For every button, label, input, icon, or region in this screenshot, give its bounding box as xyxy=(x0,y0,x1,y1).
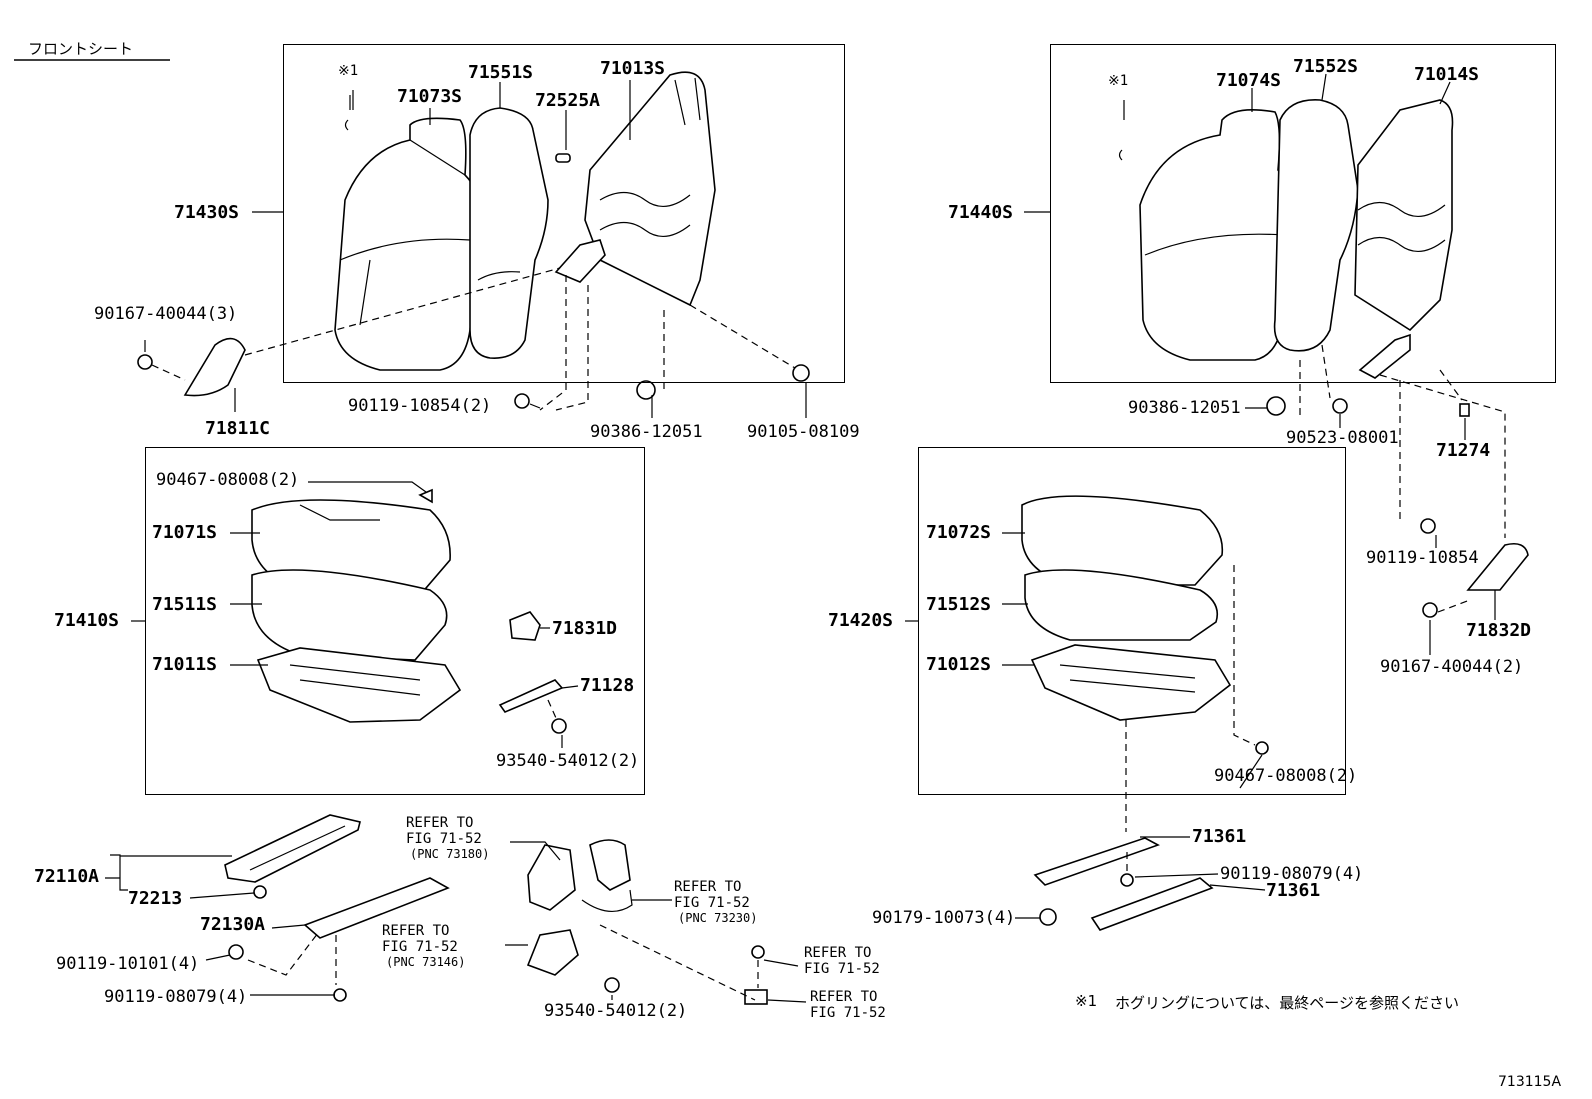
left-cushion-pad xyxy=(251,569,448,661)
label-93540-54012-left: 93540-54012(2) xyxy=(496,751,640,771)
label-90467-08008-left: 90467-08008(2) xyxy=(156,470,300,490)
label-71811c: 71811C xyxy=(205,418,271,439)
left-knob-72213 xyxy=(253,885,267,899)
left-backrest-pad xyxy=(469,107,549,359)
label-90105-08109: 90105-08109 xyxy=(747,422,860,442)
leader-lines xyxy=(105,73,1496,1003)
refer-73230-line3: (PNC 73230) xyxy=(678,911,758,925)
label-90119-10854-2: 90119-10854(2) xyxy=(348,396,492,416)
label-90467-08008-right: 90467-08008(2) xyxy=(1214,766,1358,786)
label-90119-10854-right: 90119-10854 xyxy=(1366,548,1479,568)
label-71274: 71274 xyxy=(1436,440,1491,461)
right-cushion-frame xyxy=(1030,644,1232,721)
left-hinge-cover-shape xyxy=(183,337,246,397)
left-cushion-box xyxy=(145,447,645,795)
label-71011s: 71011S xyxy=(152,654,218,675)
label-71361-top: 71361 xyxy=(1192,826,1247,847)
left-screw-part xyxy=(551,718,567,734)
label-93540-54012-bottom: 93540-54012(2) xyxy=(544,1001,688,1021)
right-hog-ring-mark xyxy=(1118,100,1125,161)
label-71420s: 71420S xyxy=(828,610,894,631)
refer-73146-line2: FIG 71-52 xyxy=(382,939,458,955)
refer-73180-line2: FIG 71-52 xyxy=(406,831,482,847)
refer-73180-line1: REFER TO xyxy=(406,815,474,831)
label-72110a: 72110A xyxy=(34,866,100,887)
label-72213: 72213 xyxy=(128,888,183,909)
figure-code: 713115A xyxy=(1498,1074,1562,1090)
page-title: フロントシート xyxy=(28,40,134,58)
label-90179-10073: 90179-10073(4) xyxy=(872,908,1016,928)
refer-4-line1: REFER TO xyxy=(804,945,872,961)
left-backrest-cover xyxy=(334,117,483,371)
left-small-parts xyxy=(137,354,810,504)
label-71512s: 71512S xyxy=(926,594,992,615)
refer-73146-line3: (PNC 73146) xyxy=(386,955,466,969)
label-71071s: 71071S xyxy=(152,522,218,543)
label-90167-40044-2: 90167-40044(2) xyxy=(1380,657,1524,677)
buckle-73230 xyxy=(589,839,631,891)
left-note-mark: ※1 xyxy=(338,63,359,79)
refer-73180-line3: (PNC 73180) xyxy=(410,847,490,861)
label-90119-10101: 90119-10101(4) xyxy=(56,954,200,974)
label-71361-bottom: 71361 xyxy=(1266,880,1321,901)
label-71551s: 71551S xyxy=(468,62,534,83)
label-72130a: 72130A xyxy=(200,914,266,935)
right-rail-1 xyxy=(1033,837,1160,886)
label-71074s: 71074S xyxy=(1216,70,1282,91)
left-cushion-frame xyxy=(256,647,462,723)
right-cushion-pad xyxy=(1024,569,1219,641)
refer-73146-line1: REFER TO xyxy=(382,923,450,939)
label-90119-08079-left: 90119-08079(4) xyxy=(104,987,248,1007)
left-track-72110a xyxy=(224,814,361,883)
label-71440s: 71440S xyxy=(948,202,1014,223)
label-71832d: 71832D xyxy=(1466,620,1532,641)
footnote-mark: ※1 xyxy=(1075,992,1098,1010)
left-backrest-box xyxy=(283,44,845,383)
label-71410s: 71410S xyxy=(54,610,120,631)
label-90167-40044-3: 90167-40044(3) xyxy=(94,304,238,324)
right-note-mark: ※1 xyxy=(1108,73,1129,89)
label-71072s: 71072S xyxy=(926,522,992,543)
label-71014s: 71014S xyxy=(1414,64,1480,85)
buckle-73180 xyxy=(527,844,576,911)
label-71511s: 71511S xyxy=(152,594,218,615)
label-72525a: 72525A xyxy=(535,90,601,111)
right-cushion-cover xyxy=(1021,495,1224,586)
label-71831d: 71831D xyxy=(552,618,618,639)
refer-73230-line2: FIG 71-52 xyxy=(674,895,750,911)
label-71128: 71128 xyxy=(580,675,635,696)
refer-73230-line1: REFER TO xyxy=(674,879,742,895)
label-90386-12051-right: 90386-12051 xyxy=(1128,398,1241,418)
label-90119-08079-right: 90119-08079(4) xyxy=(1220,864,1364,884)
footnote-text: ホグリングについては、最終ページを参照ください xyxy=(1115,994,1459,1012)
refer-5-line1: REFER TO xyxy=(810,989,878,1005)
refer-5-line2: FIG 71-52 xyxy=(810,1005,886,1021)
left-cover-71831d xyxy=(509,611,541,641)
label-71013s: 71013S xyxy=(600,58,666,79)
left-cap-72525a xyxy=(555,153,571,163)
buckle-73146 xyxy=(526,929,579,976)
right-rail-2 xyxy=(1090,877,1214,931)
label-90523-08001: 90523-08001 xyxy=(1286,428,1399,448)
label-71012s: 71012S xyxy=(926,654,992,675)
label-71430s: 71430S xyxy=(174,202,240,223)
refer-4-line2: FIG 71-52 xyxy=(804,961,880,977)
right-backrest-box xyxy=(1050,44,1556,383)
left-hog-ring-mark xyxy=(344,95,351,131)
left-rail-72130a xyxy=(303,877,450,939)
right-backrest-pad xyxy=(1273,99,1359,352)
right-cushion-box xyxy=(918,447,1346,795)
label-71073s: 71073S xyxy=(397,86,463,107)
label-71552s: 71552S xyxy=(1293,56,1359,77)
label-90386-12051-left: 90386-12051 xyxy=(590,422,703,442)
right-backrest-cover xyxy=(1139,109,1293,361)
right-hinge-cover-shape xyxy=(1466,542,1529,591)
right-backrest-frame xyxy=(1354,99,1454,379)
